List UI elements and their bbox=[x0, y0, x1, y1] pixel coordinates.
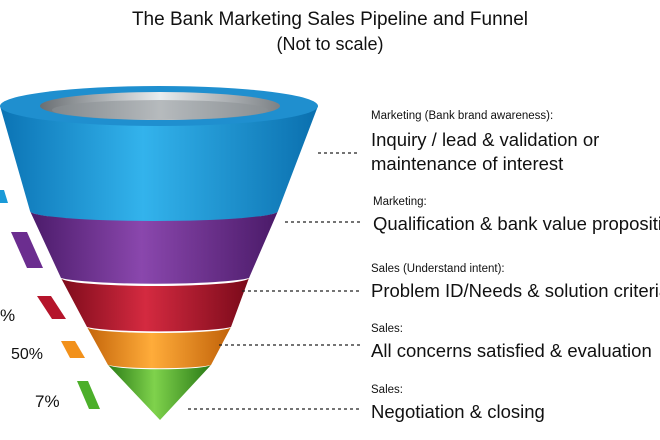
stage-4-category: Sales: bbox=[371, 323, 403, 335]
side-marker-green bbox=[77, 381, 100, 409]
stage-3-label: Sales (Understand intent): Problem ID/Ne… bbox=[371, 263, 660, 303]
percent-label-1: % bbox=[0, 306, 16, 325]
funnel-stage-1 bbox=[0, 86, 318, 222]
stage-2-description: Qualification & bank value proposition bbox=[373, 213, 660, 234]
percent-label-2: 50% bbox=[11, 346, 44, 363]
stage-5-label: Sales: Negotiation & closing bbox=[371, 384, 545, 424]
stage-2-category: Marketing: bbox=[373, 196, 427, 208]
side-marker-purple bbox=[11, 232, 43, 268]
funnel-stage-3 bbox=[61, 278, 249, 332]
diagram-title: The Bank Marketing Sales Pipeline and Fu… bbox=[131, 9, 529, 30]
funnel-stage-4 bbox=[87, 327, 231, 369]
percent-label-3: 7% bbox=[35, 392, 60, 411]
side-marker-orange bbox=[61, 341, 85, 358]
stage-1-label: Marketing (Bank brand awareness): Inquir… bbox=[371, 110, 599, 176]
leader-lines bbox=[188, 152, 363, 410]
side-markers bbox=[0, 190, 100, 409]
funnel-stage-5 bbox=[108, 365, 211, 420]
stage-2-label: Marketing: Qualification & bank value pr… bbox=[373, 196, 660, 236]
stage-5-description: Negotiation & closing bbox=[371, 401, 545, 422]
diagram-subtitle: (Not to scale) bbox=[276, 34, 384, 54]
stage-5-category: Sales: bbox=[371, 384, 403, 396]
stage-4-label: Sales: All concerns satisfied & evaluati… bbox=[371, 323, 652, 363]
stage-4-description: All concerns satisfied & evaluation bbox=[371, 340, 652, 361]
side-marker-red bbox=[37, 296, 66, 319]
stage-1-description-line1: Inquiry / lead & validation or bbox=[371, 129, 600, 150]
stage-1-description-line2: maintenance of interest bbox=[371, 153, 564, 174]
side-marker-blue bbox=[0, 190, 8, 203]
stage-3-description: Problem ID/Needs & solution criteria bbox=[371, 280, 660, 301]
stage-1-category: Marketing (Bank brand awareness): bbox=[371, 110, 554, 122]
funnel-stage-2 bbox=[30, 211, 278, 284]
stage-3-category: Sales (Understand intent): bbox=[371, 263, 505, 275]
